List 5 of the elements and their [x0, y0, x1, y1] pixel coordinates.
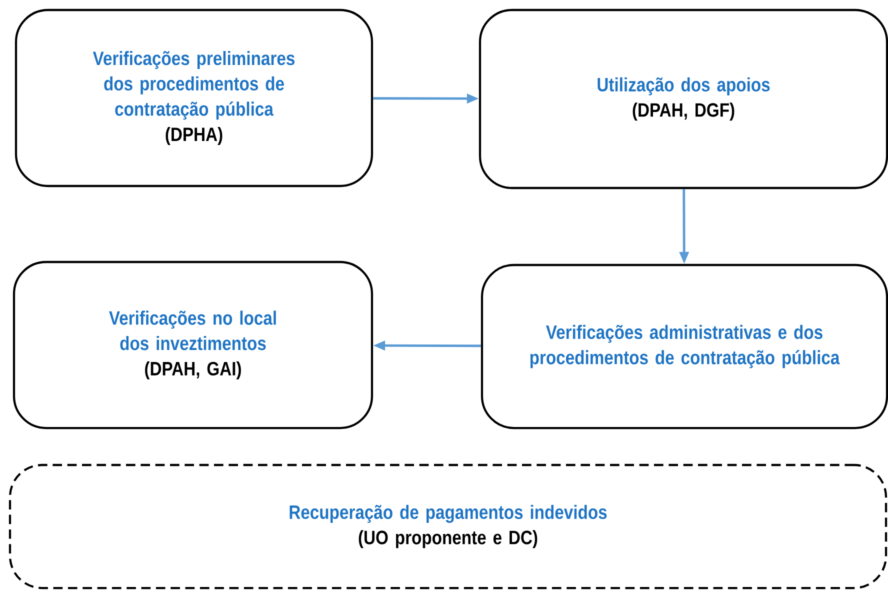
rounded-box: Verificações no local dos inveztimentos (DPAH, GAI)	[12, 260, 374, 430]
rounded-box: Utilização dos apoios (DPAH, DGF)	[478, 8, 888, 190]
rounded-box: Verificações preliminares dos procedimentos de contratação pública (DPHA)	[14, 8, 374, 188]
dashed-box: Recuperação de pagamentos indevidos (UO proponente e DC)	[8, 464, 888, 590]
rounded-box: Verificações administrativas e dos procedimentos de contratação pública	[480, 264, 888, 430]
